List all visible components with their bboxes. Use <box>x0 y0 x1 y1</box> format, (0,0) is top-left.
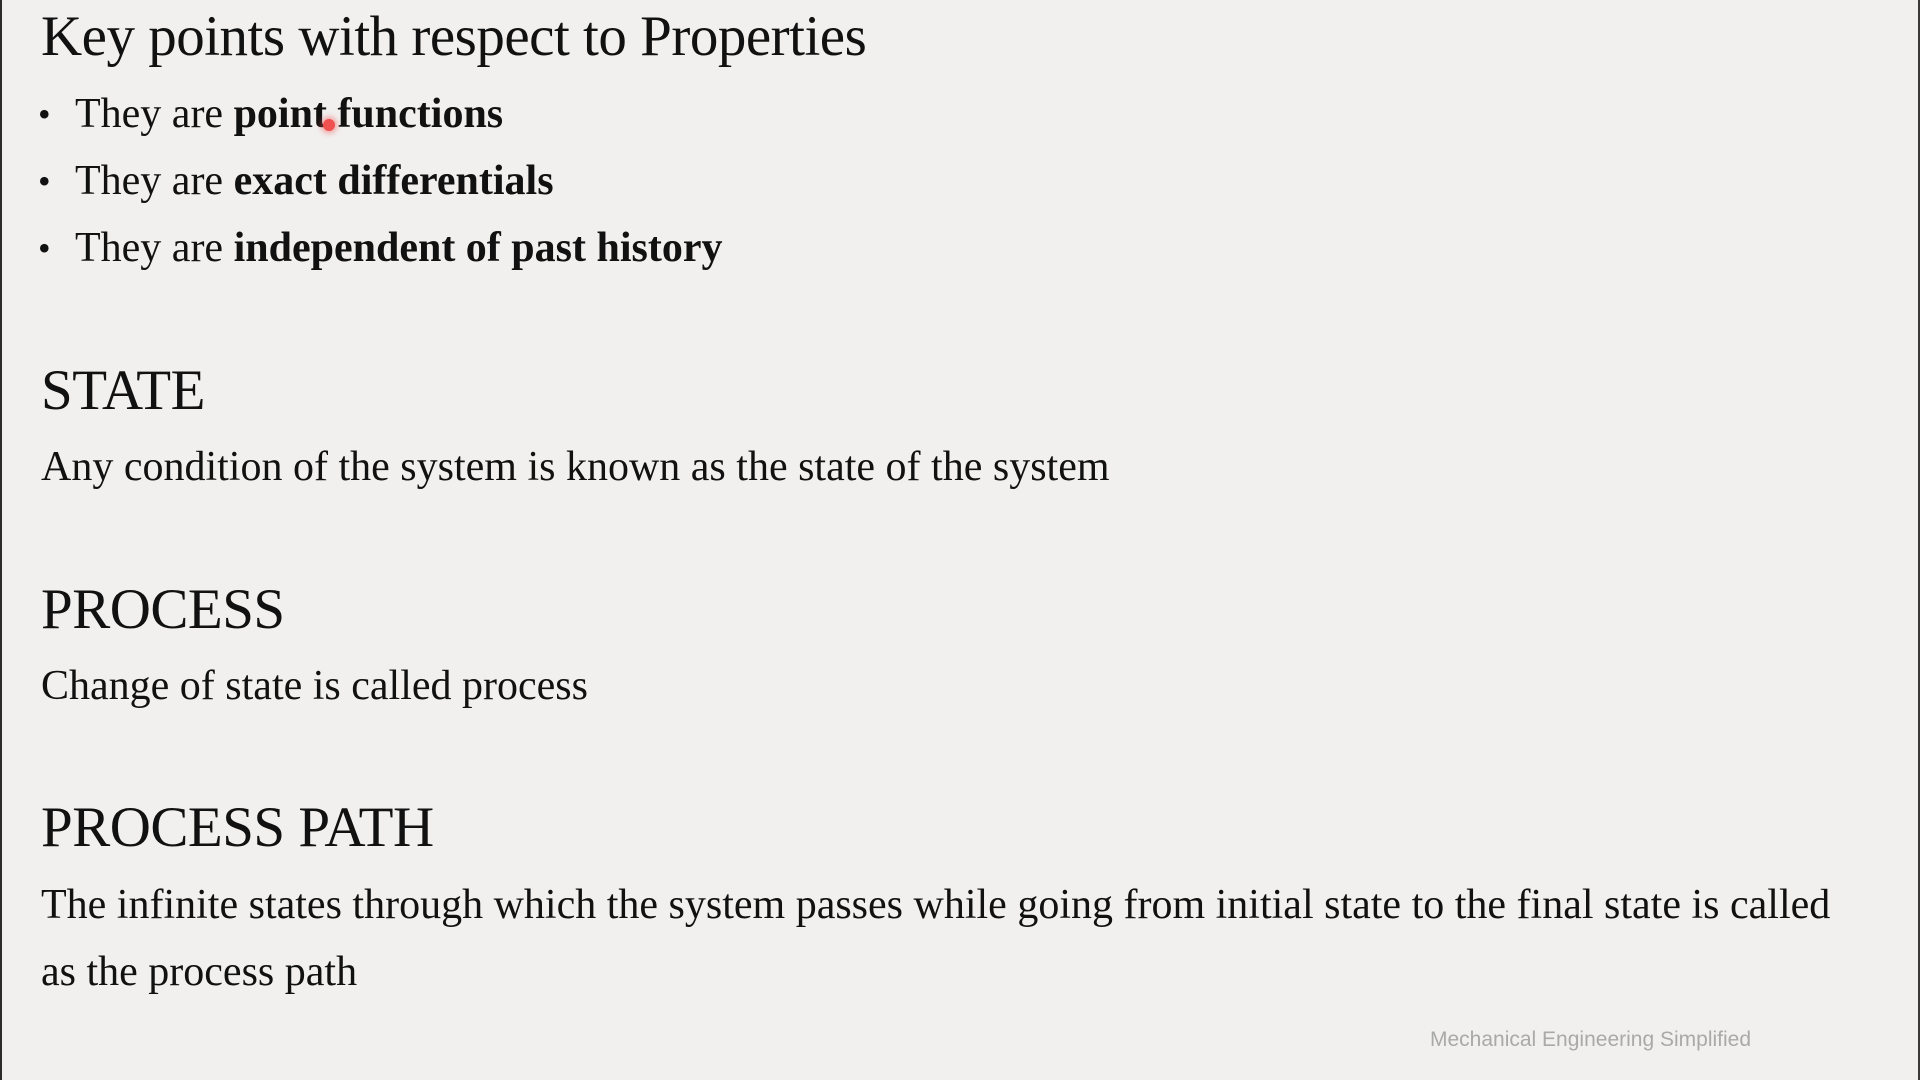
bullet-bold-text: point functions <box>233 91 504 137</box>
bullet-icon: • <box>38 94 51 134</box>
bullet-bold-text: exact differentials <box>233 158 554 204</box>
bullet-prefix: They are <box>75 225 234 271</box>
window-edge <box>1918 0 1920 1080</box>
process-heading: PROCESS <box>41 578 285 641</box>
bullet-icon: • <box>38 161 51 201</box>
bullet-item: • They are point functions <box>38 88 722 155</box>
bullet-prefix: They are <box>75 158 234 204</box>
bullet-item: • They are exact differentials <box>38 155 722 222</box>
state-definition: Any condition of the system is known as … <box>41 444 1110 490</box>
bullet-item: • They are independent of past history <box>38 222 722 289</box>
bullet-icon: • <box>38 228 51 268</box>
key-points-list: • They are point functions • They are exac… <box>38 88 722 289</box>
process-path-definition: The infinite states through which the sy… <box>41 882 1831 995</box>
bullet-bold-text: independent of past history <box>233 225 723 271</box>
process-path-heading: PROCESS PATH <box>41 796 434 859</box>
slide-title: Key points with respect to Properties <box>41 5 867 68</box>
laser-pointer-icon <box>323 119 335 131</box>
bullet-prefix: They are <box>75 91 234 137</box>
state-heading: STATE <box>41 359 205 422</box>
watermark: Mechanical Engineering Simplified <box>1430 1028 1752 1051</box>
process-definition: Change of state is called process <box>41 663 588 709</box>
